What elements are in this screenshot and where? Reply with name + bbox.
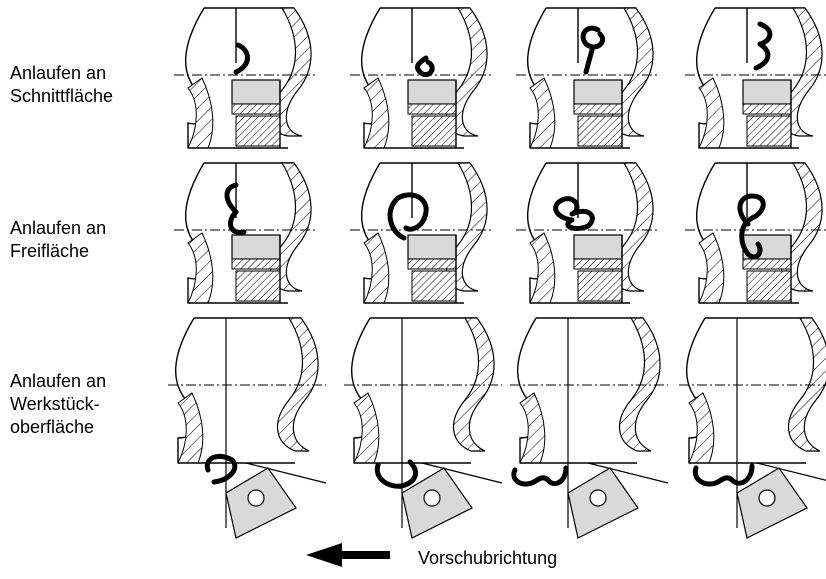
chip-flank-3 [553, 196, 595, 231]
tool-holder [746, 115, 792, 147]
chip-flank-2 [387, 192, 429, 241]
shaft-left-hatch [363, 77, 390, 149]
tool-holder [577, 115, 623, 147]
cell-rake-face-1 [174, 7, 316, 149]
insert-screw-icon [589, 489, 607, 507]
tool-insert [231, 79, 281, 105]
tool-holder [411, 270, 457, 302]
cell-rake-face-2 [350, 7, 492, 149]
cell-workpiece-surface-3 [510, 317, 669, 539]
chip-surface-2 [374, 459, 419, 489]
feed-direction-label: Vorschubrichtung [418, 548, 558, 568]
tool-holder [746, 270, 792, 302]
chip-rake-4 [753, 21, 773, 71]
tool-holder [577, 270, 623, 302]
tool-shim [742, 103, 792, 115]
shaft-left-hatch [363, 232, 390, 304]
chip-surface-3 [511, 465, 569, 487]
feed-direction-arrow-icon [306, 543, 390, 567]
cell-rake-face-4 [685, 7, 826, 149]
cell-flank-face-4 [685, 162, 826, 304]
cell-flank-face-2 [350, 162, 492, 304]
shaft-left-hatch [529, 232, 556, 304]
cell-flank-face-3 [516, 162, 658, 304]
tool-shim [407, 103, 457, 115]
shaft-left-hatch [187, 77, 214, 149]
shaft-left-hatch [698, 232, 725, 304]
shaft-left-hatch [698, 77, 725, 149]
tool-holder [411, 115, 457, 147]
row-label-flank-face: Anlaufen an Freifläche [10, 218, 107, 261]
chip-rake-3 [580, 25, 606, 75]
insert-screw-icon [423, 489, 441, 507]
row-label-rake-face: Anlaufen an Schnittfläche [10, 63, 114, 106]
chip-rake-1 [233, 42, 250, 75]
shaft-section-hatch [276, 317, 319, 452]
tool-shim [407, 258, 457, 270]
shaft-left-hatch [177, 392, 204, 464]
row-label-workpiece-surface: Anlaufen an Werkstück- oberfläche [10, 371, 107, 437]
insert-screw-icon [758, 489, 776, 507]
tool-insert [407, 234, 457, 260]
cell-workpiece-surface-1 [168, 317, 327, 539]
workpiece-surface-line [245, 462, 327, 484]
shaft-left-hatch [688, 392, 715, 464]
shaft-left-hatch [187, 232, 214, 304]
cell-rake-face-3 [516, 7, 658, 149]
workpiece-surface-line [421, 462, 503, 484]
tool-shim [742, 258, 792, 270]
tool-insert [742, 79, 792, 105]
chip-surface-1 [204, 453, 238, 485]
shaft-left-hatch [529, 77, 556, 149]
chip-flank-1 [224, 182, 247, 235]
tool-shim [231, 258, 281, 270]
cell-workpiece-surface-4 [679, 317, 826, 539]
cell-workpiece-surface-2 [344, 317, 503, 539]
tool-insert [573, 79, 623, 105]
shaft-left-hatch [353, 392, 380, 464]
tool-insert [231, 234, 281, 260]
chip-surface-4 [692, 463, 755, 487]
tool-holder [235, 270, 281, 302]
workpiece-surface-line [587, 462, 669, 484]
workpiece-surface-line [756, 462, 826, 481]
chip-rake-2 [415, 55, 435, 78]
tool-insert [573, 234, 623, 260]
shaft-left-hatch [519, 392, 546, 464]
tool-shim [573, 103, 623, 115]
cell-flank-face-1 [174, 162, 316, 304]
shaft-section-hatch [452, 317, 495, 452]
tool-holder [235, 115, 281, 147]
tool-shim [573, 258, 623, 270]
tool-shim [231, 103, 281, 115]
tool-insert [407, 79, 457, 105]
shaft-section-hatch [618, 317, 661, 452]
chip-flank-4 [737, 193, 766, 260]
shaft-section-hatch [787, 317, 826, 452]
insert-screw-icon [247, 489, 265, 507]
